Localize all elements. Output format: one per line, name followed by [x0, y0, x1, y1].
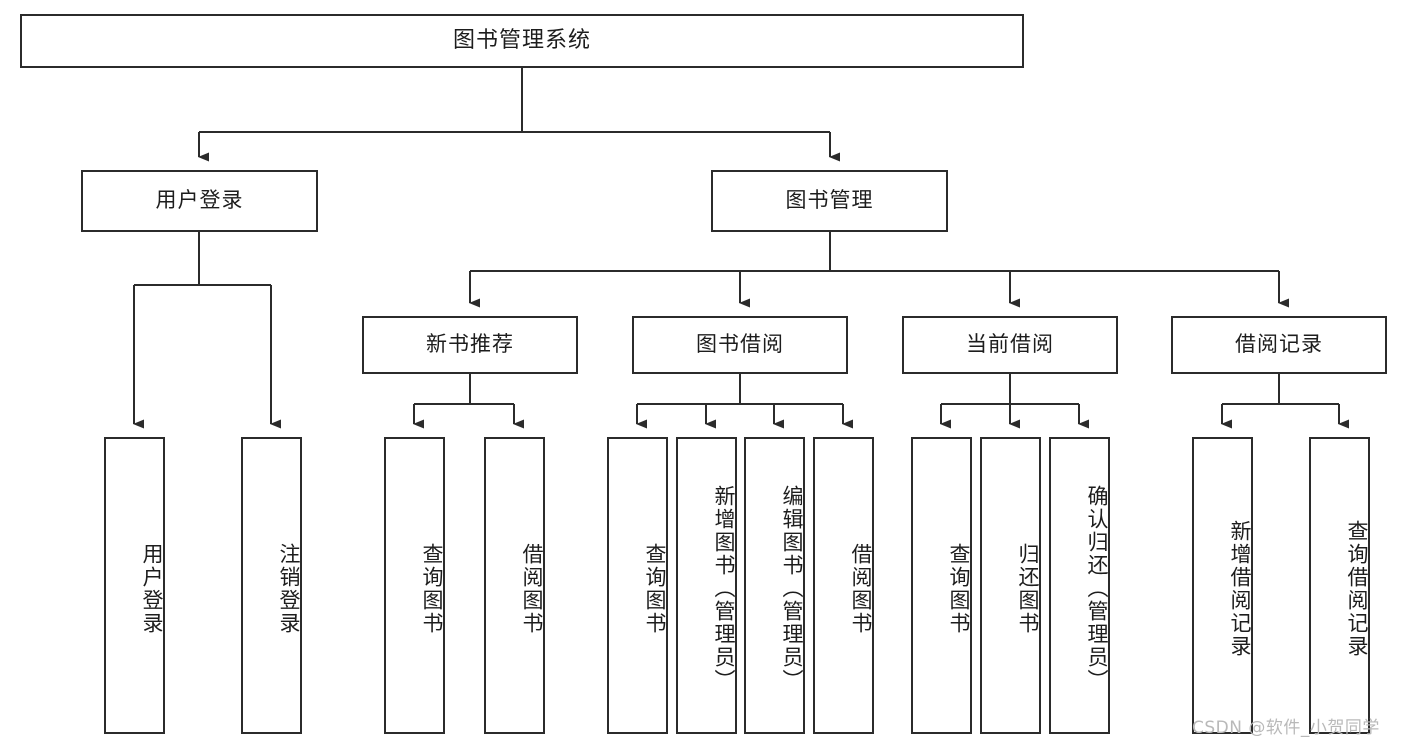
node-leaf-query-book-3[interactable]: 查询图书 [911, 437, 972, 734]
node-leaf-edit-book[interactable]: 编辑图书（管理员） [744, 437, 805, 734]
node-book-management[interactable]: 图书管理 [711, 170, 948, 232]
node-leaf-borrow-book-2[interactable]: 借阅图书 [813, 437, 874, 734]
node-user-login[interactable]: 用户登录 [81, 170, 318, 232]
node-leaf-query-record[interactable]: 查询借阅记录 [1309, 437, 1370, 734]
node-book-borrow[interactable]: 图书借阅 [632, 316, 848, 374]
node-borrow-record[interactable]: 借阅记录 [1171, 316, 1387, 374]
node-leaf-add-record[interactable]: 新增借阅记录 [1192, 437, 1253, 734]
node-leaf-user-login[interactable]: 用户登录 [104, 437, 165, 734]
node-leaf-query-book-2[interactable]: 查询图书 [607, 437, 668, 734]
node-current-borrow[interactable]: 当前借阅 [902, 316, 1118, 374]
node-leaf-add-book[interactable]: 新增图书（管理员） [676, 437, 737, 734]
csdn-watermark: CSDN @软件_小贺同学 [1192, 718, 1380, 738]
node-leaf-borrow-book-1[interactable]: 借阅图书 [484, 437, 545, 734]
node-root-system[interactable]: 图书管理系统 [20, 14, 1024, 68]
node-leaf-logout-login[interactable]: 注销登录 [241, 437, 302, 734]
node-leaf-query-book-1[interactable]: 查询图书 [384, 437, 445, 734]
node-leaf-confirm-return[interactable]: 确认归还（管理员） [1049, 437, 1110, 734]
node-leaf-return-book[interactable]: 归还图书 [980, 437, 1041, 734]
node-new-book-recommend[interactable]: 新书推荐 [362, 316, 578, 374]
